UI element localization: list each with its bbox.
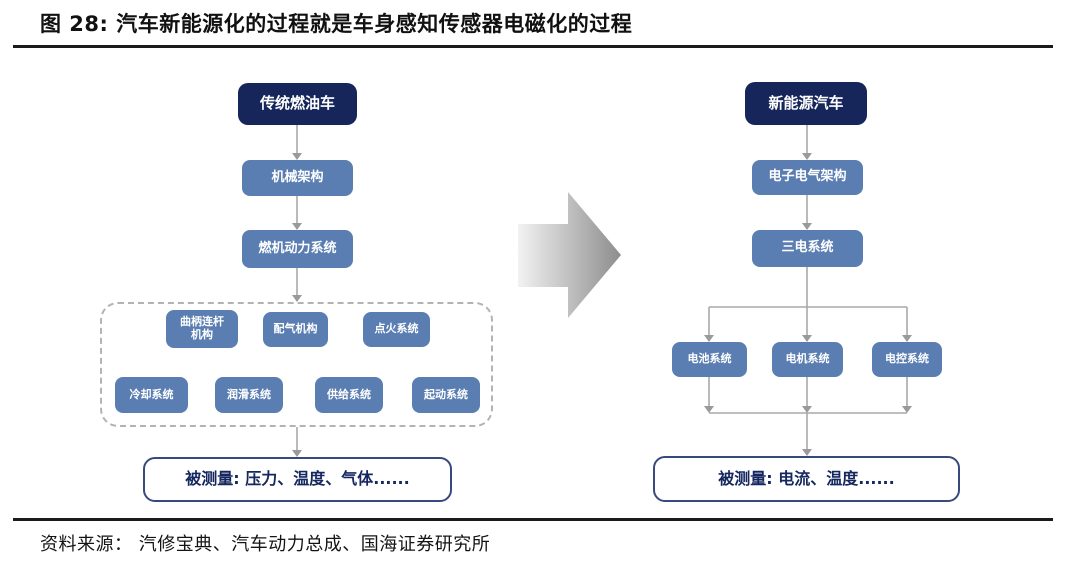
flow-connectors-left — [292, 125, 302, 457]
node-motor-system: 电机系统 — [772, 342, 843, 377]
node-supply-system: 供给系统 — [315, 377, 383, 413]
node-three-electric-system: 三电系统 — [752, 230, 863, 267]
node-mechanical-architecture: 机械架构 — [242, 160, 353, 196]
node-cooling-system: 冷却系统 — [115, 377, 188, 413]
footer-rule — [13, 518, 1053, 521]
measured-quantities-right: 被测量: 电流、温度...... — [653, 456, 960, 502]
node-lubrication-system: 润滑系统 — [215, 377, 283, 413]
node-ee-architecture: 电子电气架构 — [752, 160, 863, 195]
measured-quantities-left: 被测量: 压力、温度、气体...... — [143, 457, 452, 502]
transition-right-arrow-icon — [518, 192, 621, 318]
node-crank-rod-mechanism: 曲柄连杆机构 — [166, 310, 238, 348]
node-ignition-system: 点火系统 — [363, 312, 430, 347]
node-starting-system: 起动系统 — [412, 377, 480, 413]
source-note: 资料来源： 汽修宝典、汽车动力总成、国海证券研究所 — [40, 534, 491, 555]
figure-title: 图 28: 汽车新能源化的过程就是车身感知传感器电磁化的过程 — [40, 12, 633, 36]
flow-connectors-right — [704, 125, 912, 456]
title-rule — [13, 45, 1053, 48]
node-engine-power-system: 燃机动力系统 — [242, 230, 353, 268]
node-electronic-control-system: 电控系统 — [872, 342, 942, 377]
node-new-energy-vehicle: 新能源汽车 — [745, 82, 867, 125]
node-battery-system: 电池系统 — [672, 342, 747, 377]
node-valve-mechanism: 配气机构 — [263, 312, 328, 347]
node-traditional-fuel-vehicle: 传统燃油车 — [238, 83, 357, 125]
fuel-subsystems-group — [100, 302, 493, 427]
